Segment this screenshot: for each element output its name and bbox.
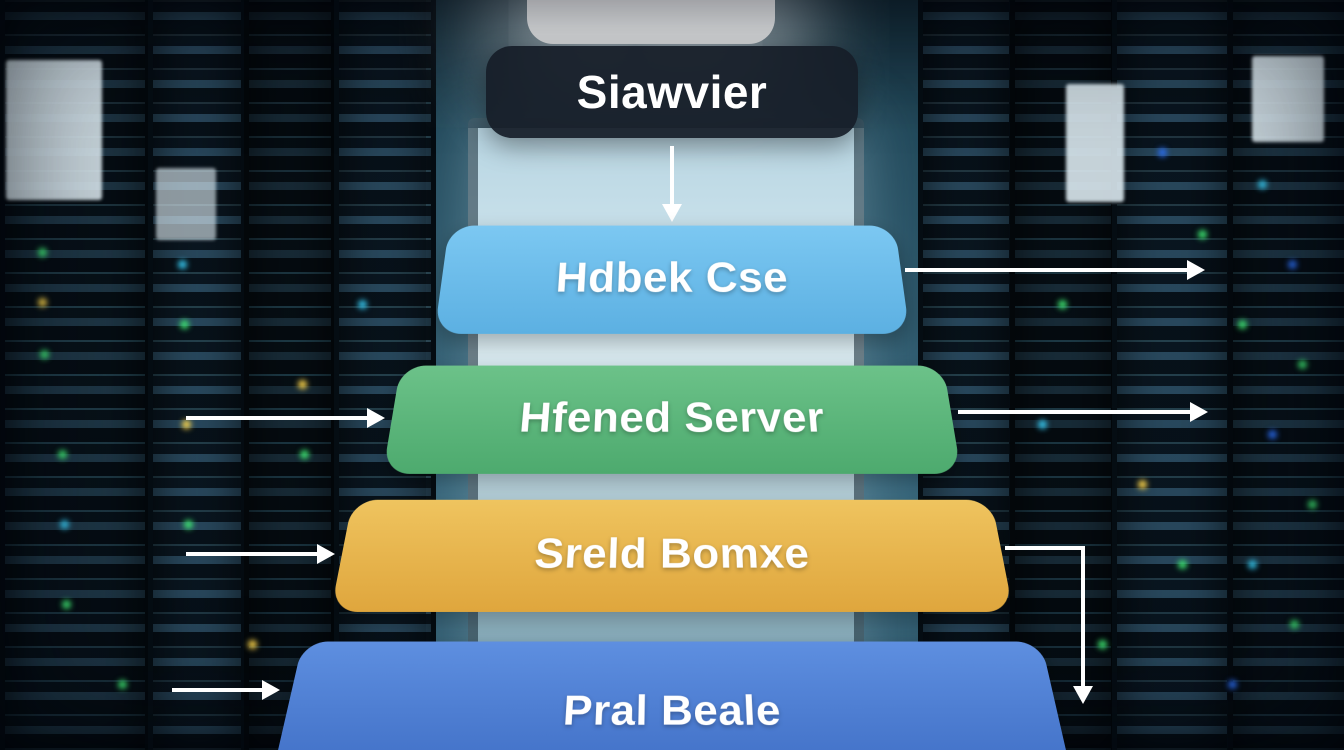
funnel-level-1: Hdbek Cse <box>434 225 910 334</box>
arrow-shaft <box>1005 546 1085 550</box>
arrow-title-to-level1 <box>660 146 684 222</box>
arrow-left-to-level4 <box>172 680 280 700</box>
funnel-level-3-label: Sreld Bomxe <box>532 530 812 578</box>
arrow-level2-to-right <box>958 402 1208 422</box>
arrow-left-to-level3 <box>186 544 335 564</box>
arrow-shaft <box>670 146 674 204</box>
funnel-level-2-label: Hfened Server <box>517 394 827 442</box>
funnel-level-3: Sreld Bomxe <box>330 499 1014 612</box>
ceiling-light <box>527 0 775 44</box>
rack-panel-right-top <box>1066 84 1124 202</box>
arrow-shaft <box>1081 546 1085 686</box>
arrow-shaft <box>958 410 1190 414</box>
arrowhead-right-icon <box>1190 402 1208 422</box>
rack-panel-left-small <box>156 168 216 240</box>
server-rack-right-3 <box>1112 0 1232 750</box>
server-rack-left-2 <box>148 0 246 750</box>
arrowhead-right-icon <box>262 680 280 700</box>
title-label: Siawvier <box>576 66 768 118</box>
funnel-level-4-label: Pral Beale <box>561 687 783 735</box>
arrow-level1-to-right <box>905 260 1205 280</box>
arrow-shaft <box>172 688 262 692</box>
arrowhead-right-icon <box>1187 260 1205 280</box>
arrowhead-right-icon <box>317 544 335 564</box>
server-rack-left-3 <box>244 0 336 750</box>
arrowhead-right-icon <box>367 408 385 428</box>
rack-panel-right-far <box>1252 56 1324 142</box>
arrow-shaft <box>905 268 1187 272</box>
funnel-level-4: Pral Beale <box>269 641 1075 750</box>
funnel-level-2: Hfened Server <box>382 365 962 474</box>
arrow-shaft <box>186 552 317 556</box>
arrow-shaft <box>186 416 367 420</box>
funnel-level-1-label: Hdbek Cse <box>554 254 790 302</box>
rack-panel-left-top <box>6 60 102 200</box>
arrowhead-down-icon <box>662 204 682 222</box>
title-box: Siawvier <box>486 46 858 138</box>
arrowhead-down-icon <box>1073 686 1093 704</box>
arrow-left-to-level2 <box>186 408 385 428</box>
led-lights-right <box>0 0 5 5</box>
